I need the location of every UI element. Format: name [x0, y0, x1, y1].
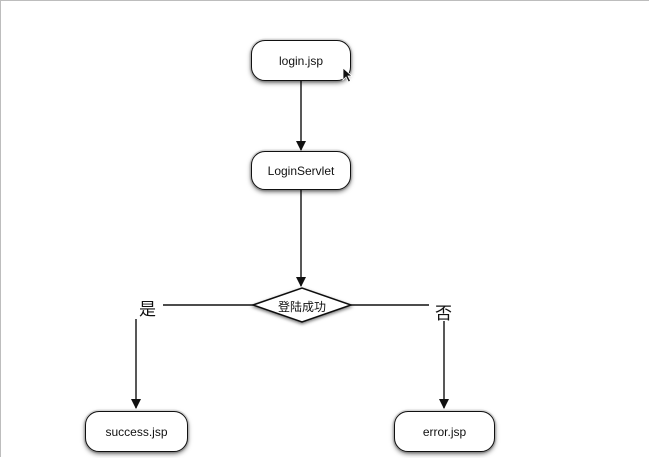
- error-jsp-node: error.jsp: [394, 411, 495, 452]
- error-jsp-label: error.jsp: [422, 424, 467, 439]
- decision-diamond: [250, 287, 354, 323]
- mouse-pointer-icon: [342, 67, 354, 83]
- success-jsp-label: success.jsp: [105, 424, 168, 439]
- login-jsp-label: login.jsp: [278, 53, 324, 68]
- login-servlet-node: LoginServlet: [251, 151, 351, 190]
- success-jsp-node: success.jsp: [85, 411, 188, 452]
- decision-label: 登陆成功: [278, 300, 327, 314]
- login-jsp-node: login.jsp: [251, 40, 351, 81]
- yes-branch-label: 是: [139, 300, 156, 320]
- no-branch-label: 否: [435, 304, 452, 324]
- login-servlet-label: LoginServlet: [267, 163, 335, 178]
